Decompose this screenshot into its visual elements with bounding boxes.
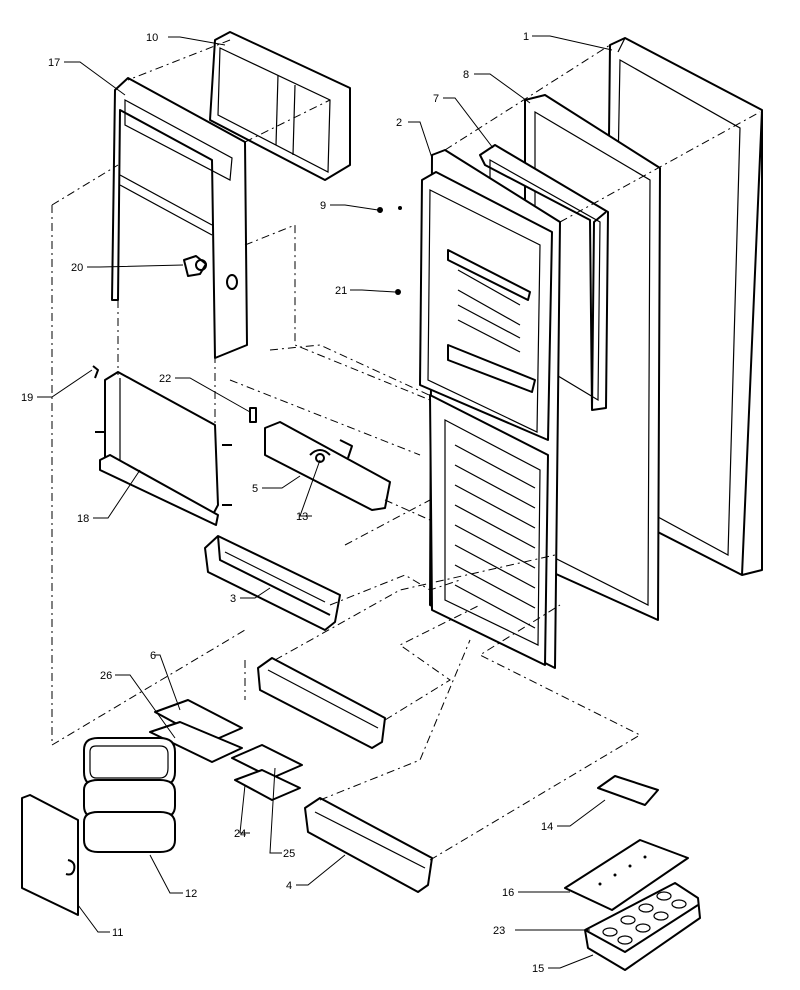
- callout-8: 8: [463, 69, 469, 81]
- callout-9: 9: [320, 200, 326, 212]
- callout-17: 17: [48, 57, 60, 69]
- door-bin-middle: [257, 657, 386, 749]
- callout-20: 20: [71, 262, 83, 274]
- callout-5: 5: [252, 483, 258, 495]
- callout-24: 24: [234, 828, 246, 840]
- callout-2: 2: [396, 117, 402, 129]
- part-5-small-door-bin: [264, 421, 391, 511]
- part-19-clip: [92, 365, 99, 379]
- callout-13: 13: [296, 511, 308, 523]
- part-2-inner-door-liner: [419, 149, 561, 669]
- callout-26: 26: [100, 670, 112, 682]
- part-21-screw: [395, 289, 401, 295]
- part-20-dispenser-lever: [183, 255, 207, 277]
- callout-labels: 1 2 3 4 5 6 7 8 9 10 11 12 13 14 15 16 1…: [21, 31, 553, 975]
- callout-11: 11: [112, 927, 123, 939]
- callout-7: 7: [433, 93, 439, 105]
- callout-10: 10: [146, 32, 158, 44]
- callout-12: 12: [185, 888, 197, 900]
- callout-4: 4: [286, 880, 292, 892]
- part-12-storage-containers: [83, 737, 176, 853]
- callout-22: 22: [159, 373, 171, 385]
- part-14-small-tray: [597, 775, 659, 806]
- callout-15: 15: [532, 963, 544, 975]
- callout-6: 6: [150, 650, 156, 662]
- callout-16: 16: [502, 887, 514, 899]
- callout-19: 19: [21, 392, 33, 404]
- callout-21: 21: [335, 285, 347, 297]
- leader-lines: [37, 35, 613, 969]
- part-24-shelf-base: [234, 769, 301, 801]
- part-3-large-door-bin: [204, 535, 341, 631]
- callout-23: 23: [493, 925, 505, 937]
- part-26-shelf-cover: [149, 721, 243, 763]
- part-22-hinge-pin: [249, 407, 257, 423]
- assembly-lines: [51, 39, 761, 861]
- part-9-screw: [377, 206, 402, 213]
- part-4-bottom-door-bin: [304, 797, 433, 893]
- callout-14: 14: [541, 821, 553, 833]
- part-18-dispenser-cover: [95, 371, 232, 526]
- part-15-ice-cube-tray: [584, 882, 701, 971]
- part-17-dispenser-frame: [111, 77, 248, 359]
- callout-18: 18: [77, 513, 89, 525]
- callout-25: 25: [283, 848, 295, 860]
- part-11-access-panel: [21, 794, 79, 916]
- callout-3: 3: [230, 593, 236, 605]
- callout-1: 1: [523, 31, 529, 43]
- part-10-ice-bin-housing: [209, 31, 351, 181]
- part-16-ice-tray-cover: [564, 839, 689, 911]
